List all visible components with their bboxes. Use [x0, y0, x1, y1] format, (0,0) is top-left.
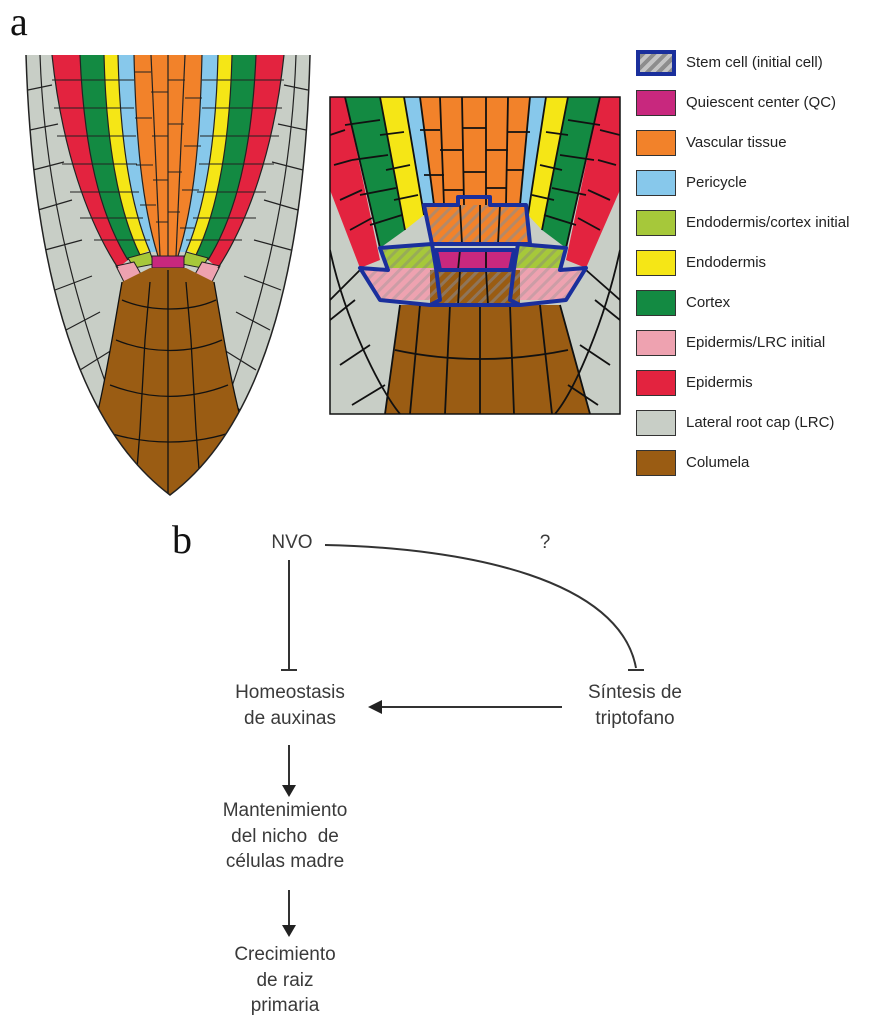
- legend-item: Vascular tissue: [636, 130, 888, 158]
- niche-line-3: células madre: [185, 849, 385, 875]
- legend-label: Columela: [686, 454, 749, 471]
- legend-item: Lateral root cap (LRC): [636, 410, 888, 438]
- legend-swatch: [636, 50, 676, 76]
- legend-swatch: [636, 370, 676, 396]
- legend-swatch: [636, 410, 676, 436]
- legend-item: Cortex: [636, 290, 888, 318]
- legend-swatch: [636, 90, 676, 116]
- root-growth-node: Crecimiento de raiz primaria: [195, 942, 375, 1019]
- auxin-homeostasis-node: Homeostasis de auxinas: [205, 680, 375, 731]
- legend-item: Pericycle: [636, 170, 888, 198]
- growth-line-3: primaria: [195, 993, 375, 1019]
- question-mark: ?: [530, 530, 560, 556]
- legend-swatch: [636, 170, 676, 196]
- legend-label: Vascular tissue: [686, 134, 787, 151]
- stem-cell-niche-zoom: [330, 97, 620, 414]
- legend-item: Endodermis: [636, 250, 888, 278]
- tryptophan-line-1: Síntesis de: [565, 680, 705, 706]
- legend-label: Endodermis: [686, 254, 766, 271]
- legend-label: Stem cell (initial cell): [686, 54, 823, 71]
- root-tip-diagram: [20, 50, 320, 500]
- legend-label: Cortex: [686, 294, 730, 311]
- legend-swatch: [636, 450, 676, 476]
- legend-item: Stem cell (initial cell): [636, 50, 888, 78]
- legend-item: Epidermis/LRC initial: [636, 330, 888, 358]
- legend-label: Epidermis/LRC initial: [686, 334, 825, 351]
- legend-swatch: [636, 330, 676, 356]
- legend-swatch: [636, 290, 676, 316]
- legend-label: Epidermis: [686, 374, 753, 391]
- legend-swatch: [636, 130, 676, 156]
- legend-label: Lateral root cap (LRC): [686, 414, 834, 431]
- auxin-line-2: de auxinas: [205, 706, 375, 732]
- auxin-line-1: Homeostasis: [205, 680, 375, 706]
- legend-label: Endodermis/cortex initial: [686, 214, 849, 231]
- growth-line-1: Crecimiento: [195, 942, 375, 968]
- nvo-inhibits-tryptophan-curve: [325, 545, 636, 668]
- legend-label: Pericycle: [686, 174, 747, 191]
- legend-label: Quiescent center (QC): [686, 94, 836, 111]
- legend-swatch: [636, 210, 676, 236]
- legend-item: Endodermis/cortex initial: [636, 210, 888, 238]
- nvo-label: NVO: [262, 530, 322, 556]
- legend-item: Quiescent center (QC): [636, 90, 888, 118]
- tryptophan-line-2: triptofano: [565, 706, 705, 732]
- stem-cell-niche-node: Mantenimiento del nicho de células madre: [185, 798, 385, 875]
- legend-item: Columela: [636, 450, 888, 478]
- legend-item: Epidermis: [636, 370, 888, 398]
- niche-line-2: del nicho de: [185, 824, 385, 850]
- legend-swatch: [636, 250, 676, 276]
- niche-line-1: Mantenimiento: [185, 798, 385, 824]
- tryptophan-synthesis-node: Síntesis de triptofano: [565, 680, 705, 731]
- growth-line-2: de raiz: [195, 968, 375, 994]
